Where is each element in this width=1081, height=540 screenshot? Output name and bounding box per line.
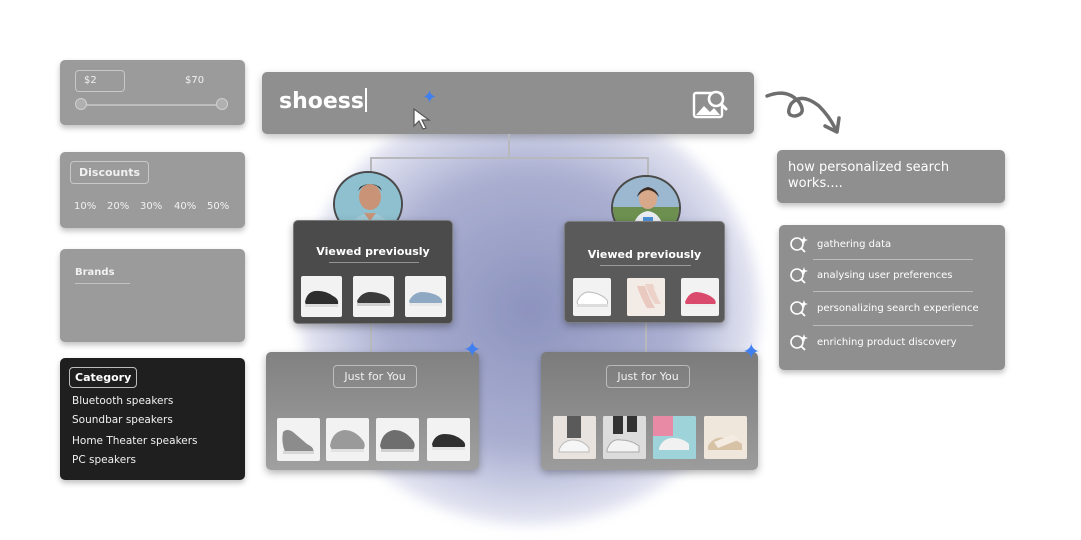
viewed-previously-title: Viewed previously [587,248,702,261]
brands-divider [75,283,130,284]
category-item[interactable]: Home Theater speakers [72,435,198,447]
search-sparkle-icon [790,300,808,317]
connector-line [647,157,649,179]
text-caret [364,88,367,112]
sparkle-icon: ✦ [422,87,438,108]
product-thumbnail[interactable] [427,418,470,461]
step-item: analysing user preferences [789,265,952,285]
viewed-previously-title: Viewed previously [316,245,430,258]
connector-line [370,157,649,159]
step-label: enriching product discovery [817,336,957,348]
price-min-field[interactable]: $2 [75,70,125,92]
product-thumbnail[interactable] [704,416,747,459]
price-slider-min-handle[interactable] [75,98,87,110]
step-label: personalizing search experience [817,302,979,314]
category-title: Category [69,367,138,388]
step-item: personalizing search experience [789,298,979,318]
explainer-steps-panel: gathering data analysing user preference… [779,225,1005,370]
explainer-title-panel: how personalized search works.... [777,150,1005,203]
discount-option[interactable]: 40% [174,201,197,212]
just-for-you-card-2: Just for You [541,352,758,470]
category-item[interactable]: Bluetooth speakers [72,395,174,407]
just-for-you-card-1: Just for You [266,352,479,470]
category-item[interactable]: Soundbar speakers [72,414,173,426]
product-thumbnail[interactable] [353,276,394,317]
product-thumbnail[interactable] [653,416,696,459]
image-search-icon[interactable] [692,88,728,122]
product-thumbnail[interactable] [376,418,419,461]
product-thumbnail[interactable] [405,276,446,317]
search-sparkle-icon [790,267,808,284]
search-query: shoess [279,89,364,114]
price-slider-max-handle[interactable] [216,98,228,110]
category-panel: Category Bluetooth speakers Soundbar spe… [60,358,245,480]
sparkle-icon: ✦ [463,338,482,363]
just-for-you-title: Just for You [606,365,690,388]
step-divider [813,259,973,260]
discount-option[interactable]: 20% [107,201,130,212]
explainer-title: how personalized search works.... [788,160,950,191]
connector-line [370,157,372,177]
price-max-label: $70 [185,75,205,86]
product-thumbnail[interactable] [573,278,611,316]
search-sparkle-icon [790,334,808,351]
step-label: gathering data [817,238,892,250]
discount-option[interactable]: 10% [74,201,97,212]
step-item: enriching product discovery [789,332,957,352]
category-item[interactable]: PC speakers [72,454,136,466]
cursor-icon [413,107,431,130]
curly-arrow-icon [765,91,841,134]
search-sparkle-icon [790,236,808,253]
brands-panel: Brands [60,249,245,342]
price-slider-track[interactable] [82,104,223,106]
product-thumbnail[interactable] [681,278,719,316]
discounts-title: Discounts [70,161,149,184]
discounts-panel: Discounts 10% 20% 30% 40% 50% [60,152,245,228]
search-bar[interactable]: shoess ✦ [262,72,754,134]
card-divider [329,262,419,263]
brands-title: Brands [75,267,115,278]
product-thumbnail[interactable] [627,278,665,316]
product-thumbnail[interactable] [301,276,342,317]
product-thumbnail[interactable] [553,416,596,459]
connector-line [370,323,372,353]
discount-option[interactable]: 50% [207,201,230,212]
step-divider [813,291,973,292]
viewed-previously-card-2: Viewed previously [564,221,725,323]
product-thumbnail[interactable] [277,418,320,461]
step-divider [813,325,973,326]
product-thumbnail[interactable] [603,416,646,459]
step-item: gathering data [789,234,891,254]
product-thumbnail[interactable] [326,418,369,461]
step-label: analysing user preferences [817,269,953,281]
card-divider [600,265,691,266]
sparkle-icon: ✦ [742,340,761,365]
connector-line [645,323,647,353]
connector-line [508,134,510,158]
price-filter-panel: $2 $70 [60,60,245,125]
viewed-previously-card-1: Viewed previously [293,220,453,324]
discount-option[interactable]: 30% [140,201,163,212]
just-for-you-title: Just for You [333,365,417,388]
search-input[interactable]: shoess [279,88,367,114]
